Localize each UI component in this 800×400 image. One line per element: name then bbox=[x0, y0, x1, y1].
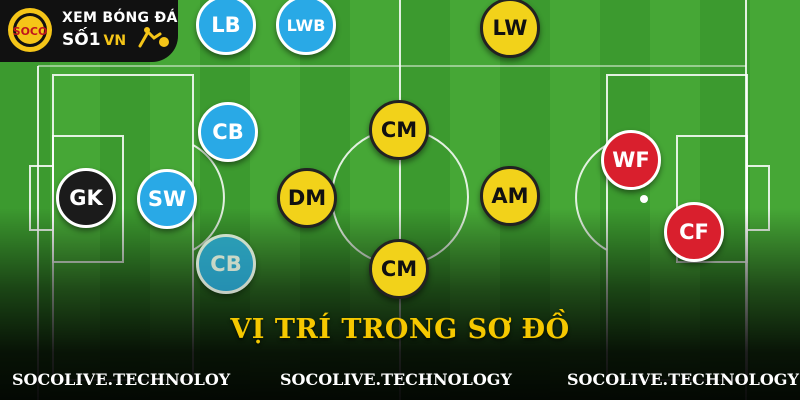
watermark-left: SOCOLIVE.TECHNOLOY bbox=[12, 370, 231, 389]
position-badge-sw: SW bbox=[137, 169, 197, 229]
position-badge-cf: CF bbox=[664, 202, 724, 262]
page-title: VỊ TRÍ TRONG SƠ ĐỒ bbox=[230, 314, 570, 345]
position-badge-dm: DM bbox=[277, 168, 337, 228]
position-badge-cb: CB bbox=[198, 102, 258, 162]
position-badge-wf: WF bbox=[601, 130, 661, 190]
logo-tagline: XEM BÓNG ĐÁ bbox=[62, 10, 178, 26]
position-badge-cm: CM bbox=[369, 239, 429, 299]
soco-emblem-icon: SOCO bbox=[8, 8, 52, 52]
position-badge-gk: GK bbox=[56, 168, 116, 228]
player-kick-icon bbox=[138, 27, 169, 48]
position-badge-cm: CM bbox=[369, 100, 429, 160]
svg-text:SOCO: SOCO bbox=[13, 25, 48, 38]
position-badge-am: AM bbox=[480, 166, 540, 226]
position-badge-lw: LW bbox=[480, 0, 540, 58]
position-badge-cb: CB bbox=[196, 234, 256, 294]
position-badge-lb: LB bbox=[196, 0, 256, 55]
watermark-center: SOCOLIVE.TECHNOLOGY bbox=[280, 370, 512, 389]
watermark-right: SOCOLIVE.TECHNOLOGY bbox=[567, 370, 799, 389]
position-badge-lwb: LWB bbox=[276, 0, 336, 55]
